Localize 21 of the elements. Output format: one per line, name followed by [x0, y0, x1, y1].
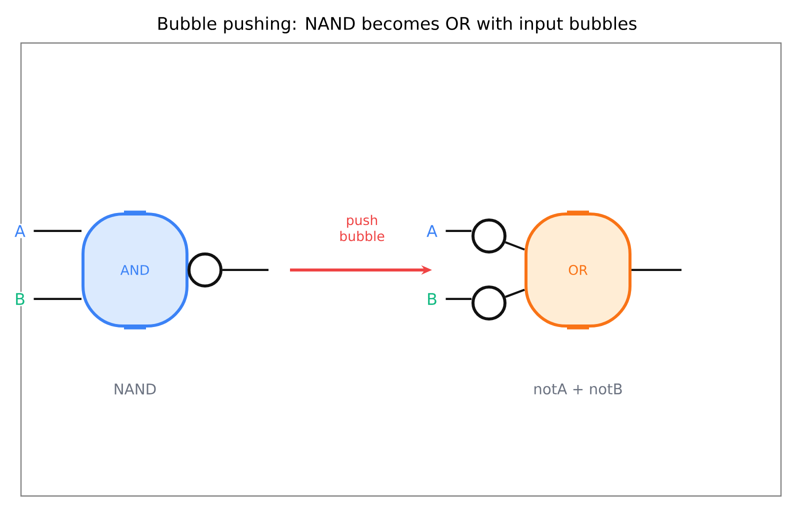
wire — [446, 298, 472, 300]
wire — [222, 268, 268, 272]
logic-gate: OR — [524, 210, 632, 330]
wire — [446, 230, 472, 232]
gate-caption: NAND — [114, 384, 156, 394]
inversion-bubble — [188, 252, 222, 288]
input-label: A — [13, 224, 27, 238]
inversion-bubble — [472, 218, 506, 254]
wire — [505, 288, 525, 298]
wire — [34, 230, 82, 232]
wire — [632, 268, 682, 272]
input-label: B — [425, 292, 439, 306]
input-label: A — [425, 224, 439, 238]
wire — [34, 298, 82, 300]
title: Bubble pushing: NAND becomes OR with input bubbles — [158, 16, 636, 34]
inversion-bubble — [472, 285, 506, 320]
input-label: B — [13, 292, 27, 306]
wire — [504, 241, 525, 251]
logic-gate: AND — [82, 210, 188, 330]
gate-caption: notA + notB — [534, 384, 622, 394]
arrow-label: push bubble — [340, 214, 384, 242]
